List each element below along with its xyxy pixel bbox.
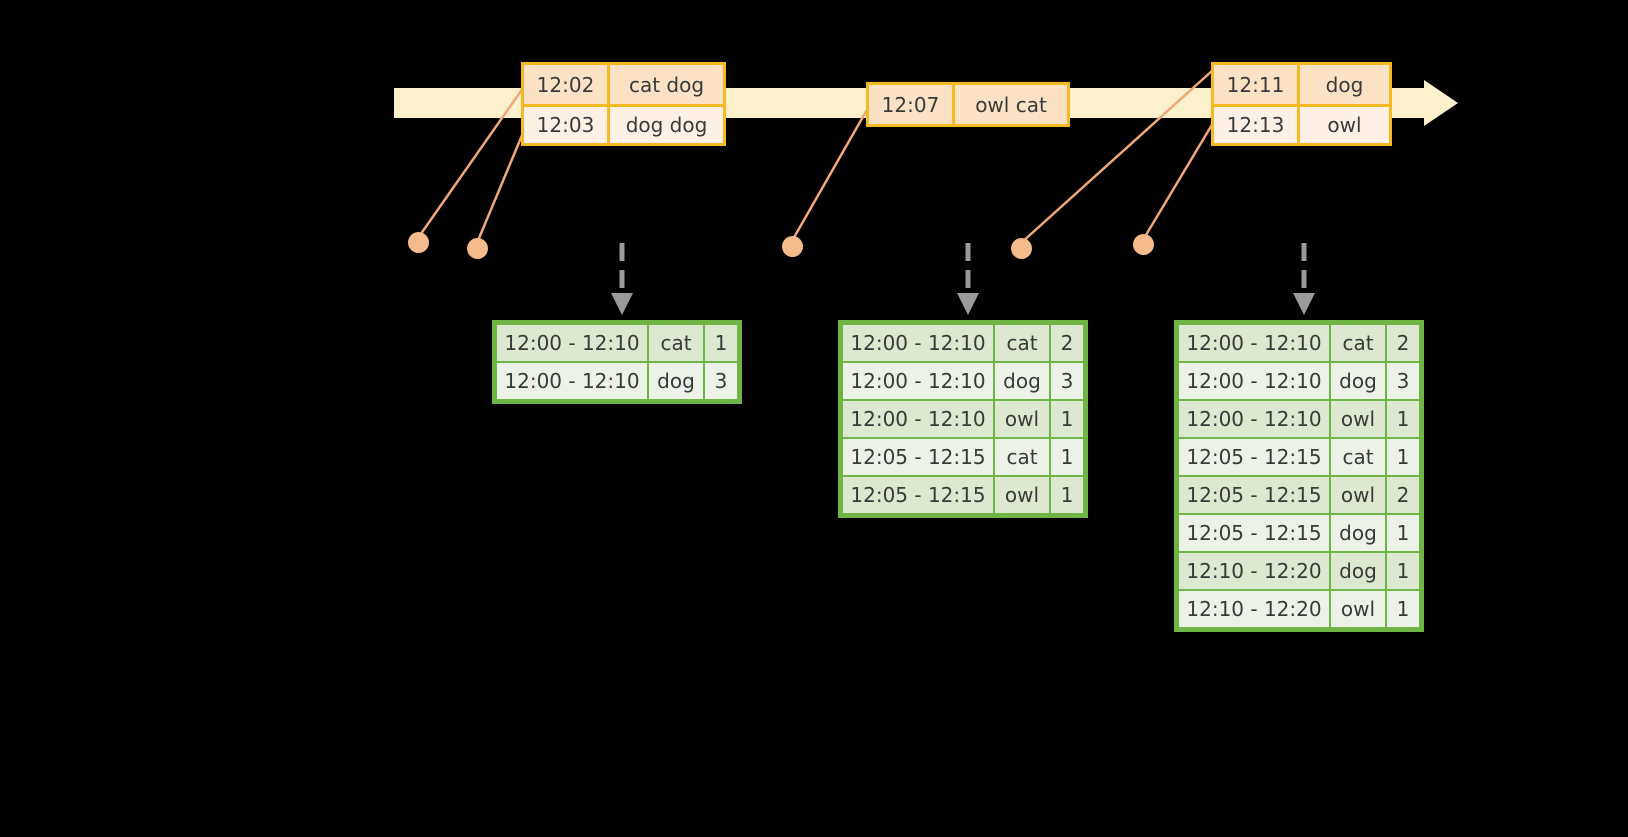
event-words: owl xyxy=(1300,107,1389,143)
result-word-cell: cat xyxy=(1329,323,1387,363)
event-time: 12:13 xyxy=(1214,107,1300,143)
event-time: 12:02 xyxy=(524,65,610,104)
result-count-cell: 3 xyxy=(1385,361,1421,401)
event-row: 12:07 owl cat xyxy=(869,85,1067,124)
result-count-cell: 2 xyxy=(1385,323,1421,363)
connector-dot-3 xyxy=(782,236,803,257)
result-word-cell: dog xyxy=(647,361,705,401)
connector-dot-1 xyxy=(408,232,429,253)
event-words: dog xyxy=(1300,65,1389,104)
result-word-cell: dog xyxy=(1329,551,1387,591)
result-word-cell: owl xyxy=(1329,475,1387,515)
connector-dot-5 xyxy=(1133,234,1154,255)
event-time: 12:03 xyxy=(524,107,610,143)
result-count-cell: 1 xyxy=(703,323,739,363)
result-window-cell: 12:05 - 12:15 xyxy=(841,437,995,477)
result-window-cell: 12:10 - 12:20 xyxy=(1177,551,1331,591)
event-box-2: 12:07 owl cat xyxy=(866,82,1070,127)
result-count-cell: 1 xyxy=(1385,399,1421,439)
result-word-cell: cat xyxy=(647,323,705,363)
result-window-cell: 12:00 - 12:10 xyxy=(841,399,995,439)
result-count-cell: 1 xyxy=(1049,437,1085,477)
event-row: 12:03 dog dog xyxy=(524,104,723,143)
event-row: 12:02 cat dog xyxy=(524,65,723,104)
event-words: owl cat xyxy=(955,85,1067,124)
result-window-cell: 12:05 - 12:15 xyxy=(1177,437,1331,477)
result-count-cell: 2 xyxy=(1049,323,1085,363)
result-window-cell: 12:10 - 12:20 xyxy=(1177,589,1331,629)
down-arrow-icon-1 xyxy=(611,243,633,315)
event-row: 12:13 owl xyxy=(1214,104,1389,143)
result-count-cell: 1 xyxy=(1049,399,1085,439)
connector-dot-2 xyxy=(467,238,488,259)
result-window-cell: 12:00 - 12:10 xyxy=(1177,399,1331,439)
event-words: dog dog xyxy=(610,107,723,143)
result-window-cell: 12:00 - 12:10 xyxy=(841,323,995,363)
result-window-cell: 12:05 - 12:15 xyxy=(1177,513,1331,553)
result-window-cell: 12:00 - 12:10 xyxy=(495,323,649,363)
connector-dot-4 xyxy=(1011,238,1032,259)
result-word-cell: owl xyxy=(1329,399,1387,439)
result-window-cell: 12:05 - 12:15 xyxy=(841,475,995,515)
event-time: 12:07 xyxy=(869,85,955,124)
result-count-cell: 1 xyxy=(1385,589,1421,629)
result-count-cell: 1 xyxy=(1385,551,1421,591)
result-count-cell: 1 xyxy=(1385,513,1421,553)
result-window-cell: 12:00 - 12:10 xyxy=(841,361,995,401)
result-count-cell: 2 xyxy=(1385,475,1421,515)
event-box-3: 12:11 dog 12:13 owl xyxy=(1211,62,1392,146)
event-time: 12:11 xyxy=(1214,65,1300,104)
result-window-cell: 12:00 - 12:10 xyxy=(495,361,649,401)
result-count-cell: 1 xyxy=(1385,437,1421,477)
result-count-cell: 1 xyxy=(1049,475,1085,515)
result-word-cell: owl xyxy=(1329,589,1387,629)
result-window-cell: 12:00 - 12:10 xyxy=(1177,323,1331,363)
result-window-cell: 12:05 - 12:15 xyxy=(1177,475,1331,515)
result-word-cell: owl xyxy=(993,475,1051,515)
result-count-cell: 3 xyxy=(1049,361,1085,401)
result-word-cell: cat xyxy=(1329,437,1387,477)
timeline-arrowhead-icon xyxy=(1424,80,1458,126)
result-count-cell: 3 xyxy=(703,361,739,401)
result-word-cell: dog xyxy=(993,361,1051,401)
result-word-cell: cat xyxy=(993,323,1051,363)
event-row: 12:11 dog xyxy=(1214,65,1389,104)
result-word-cell: cat xyxy=(993,437,1051,477)
result-window-cell: 12:00 - 12:10 xyxy=(1177,361,1331,401)
result-word-cell: owl xyxy=(993,399,1051,439)
down-arrow-icon-2 xyxy=(957,243,979,315)
event-words: cat dog xyxy=(610,65,723,104)
down-arrow-icon-3 xyxy=(1293,243,1315,315)
result-word-cell: dog xyxy=(1329,513,1387,553)
result-word-cell: dog xyxy=(1329,361,1387,401)
event-box-1: 12:02 cat dog 12:03 dog dog xyxy=(521,62,726,146)
